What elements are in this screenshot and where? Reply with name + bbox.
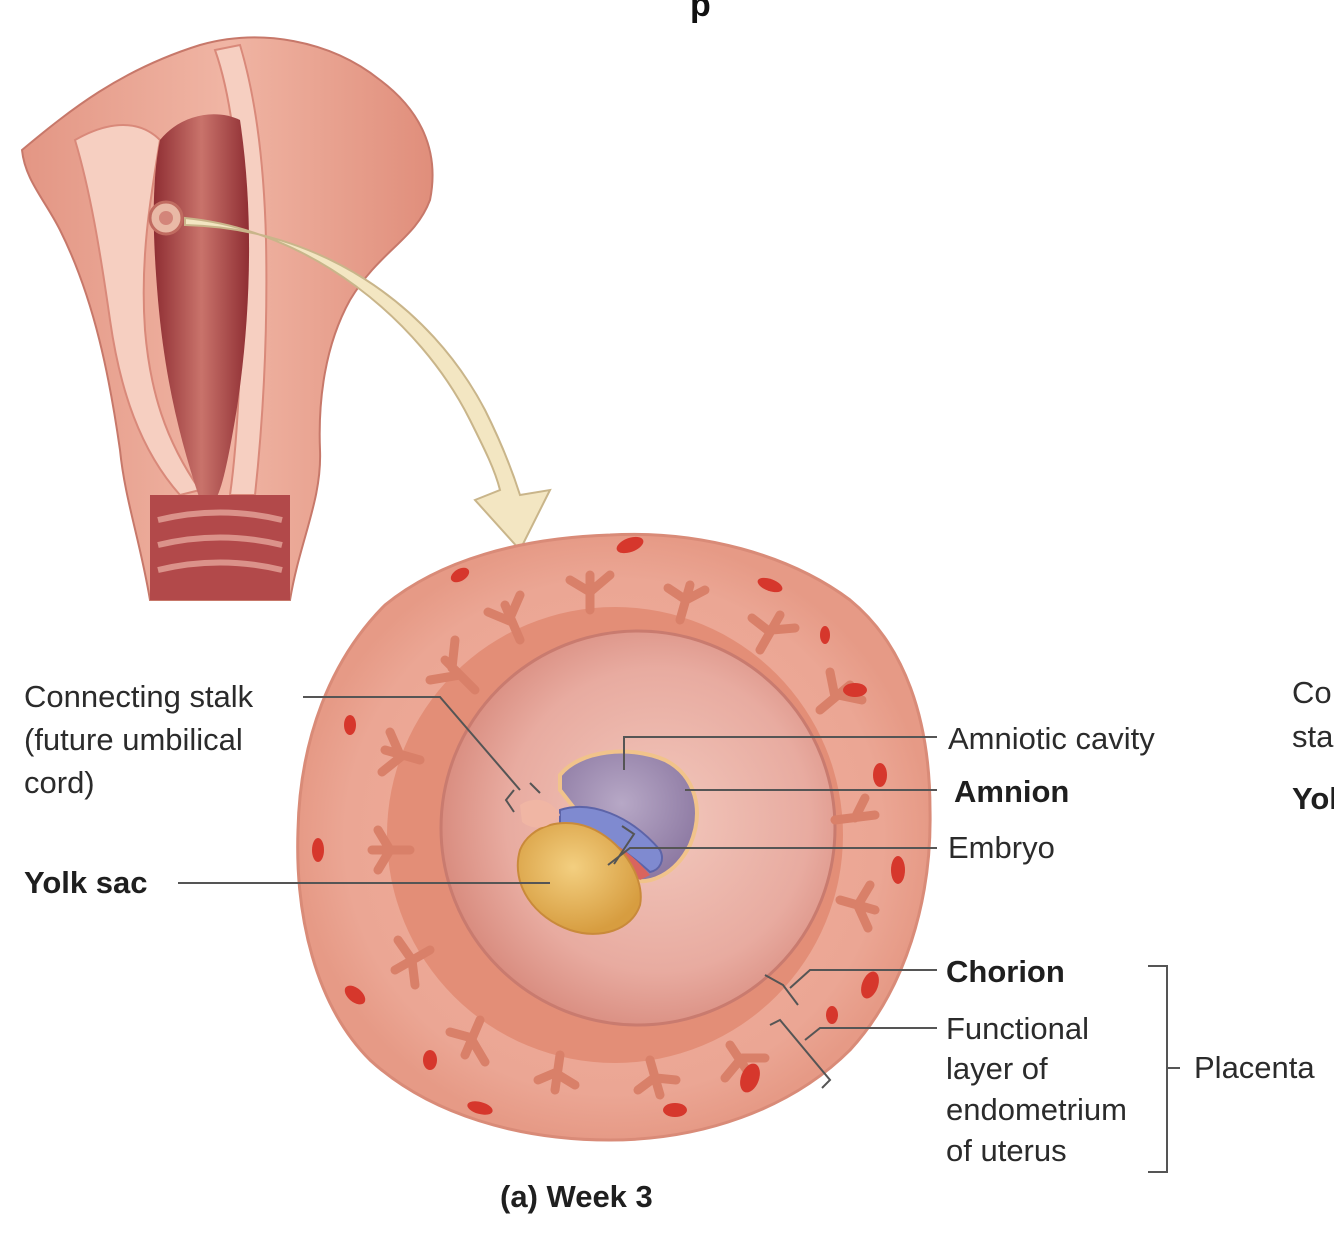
blood-vessels — [312, 536, 905, 1117]
leader-amniotic-cavity — [623, 736, 937, 770]
zoom-arrow — [184, 216, 552, 552]
label-functional-layer-line3: endometrium — [946, 1092, 1127, 1127]
label-yolk-sac: Yolk sac — [24, 865, 148, 900]
bracket-placenta — [1148, 965, 1180, 1173]
label-connecting-stalk-line3: cord) — [24, 765, 95, 800]
label-placenta: Placenta — [1194, 1050, 1315, 1085]
leader-embryo — [607, 847, 937, 866]
leader-connecting-stalk — [303, 696, 521, 791]
leader-functional-layer — [804, 1027, 937, 1041]
week3-cross-section — [296, 532, 932, 1142]
label-connecting-stalk-line2: (future umbilical — [24, 722, 243, 757]
label-chorion: Chorion — [946, 954, 1065, 989]
clipped-label-3: Yol — [1292, 781, 1334, 816]
bracket-connecting-stalk — [504, 782, 541, 813]
label-amniotic-cavity: Amniotic cavity — [948, 721, 1155, 756]
label-functional-layer-line1: Functional — [946, 1011, 1090, 1046]
label-embryo: Embryo — [948, 830, 1055, 865]
clipped-label-2: sta — [1292, 719, 1334, 754]
label-connecting-stalk-line1: Connecting stalk — [24, 679, 254, 714]
label-amnion: Amnion — [954, 774, 1070, 809]
label-functional-layer-line4: of uterus — [946, 1133, 1067, 1168]
figure-caption: (a) Week 3 — [500, 1179, 653, 1214]
uterus-illustration — [20, 36, 434, 601]
bracket-embryo — [613, 825, 636, 865]
label-functional-layer-line2: layer of — [946, 1051, 1048, 1086]
title-fragment: p — [690, 0, 711, 24]
bracket-functional-layer — [769, 1018, 832, 1089]
clipped-label-1: Co — [1292, 675, 1332, 710]
bracket-chorion — [764, 974, 799, 1006]
leader-chorion — [789, 969, 937, 989]
